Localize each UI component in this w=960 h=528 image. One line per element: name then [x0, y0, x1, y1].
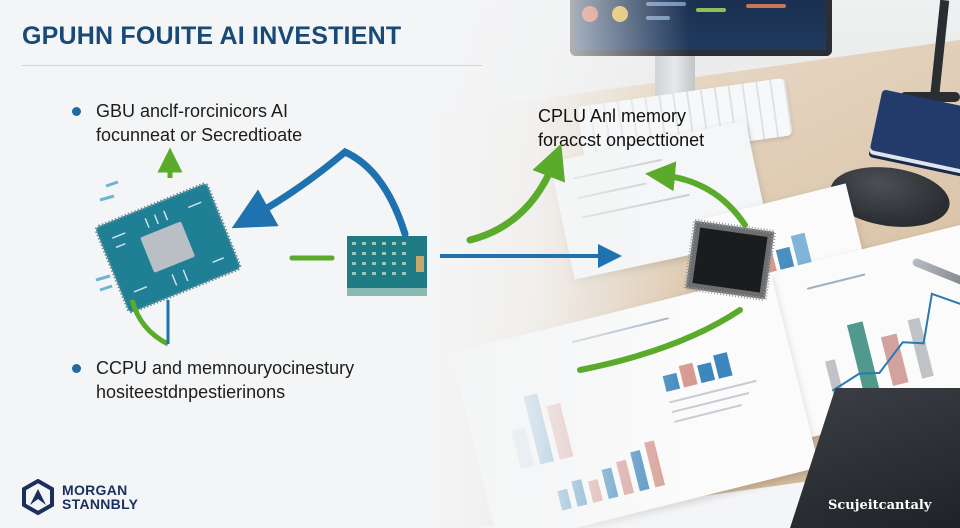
fade-overlay [430, 0, 690, 528]
arrow-gpu-loop [129, 299, 170, 347]
brand-logo: MORGAN STANNBLY [20, 479, 138, 515]
title-divider [22, 65, 482, 66]
callout-line: foraccst onpecttionet [538, 130, 705, 150]
brand-name: STANNBLY [62, 496, 139, 512]
page-title: GPUHN FOUITE AI INVESTIENT [22, 22, 402, 50]
bullet-gpu: GBU anclf-rorcinicors AI focunneat or Se… [72, 99, 303, 147]
bullet-dot-icon [72, 364, 81, 373]
cpu-chip-icon [683, 218, 777, 302]
monitor-text [746, 4, 786, 8]
bullet-cpu-memory: CCPU and memnouryocinestury hositeestdnp… [72, 356, 355, 404]
bullet-line: focunneat or Secredtioate [96, 125, 303, 145]
signal-lines [95, 180, 119, 292]
monitor-text [696, 8, 726, 12]
memory-module-icon [347, 236, 427, 296]
paper [733, 223, 960, 447]
trend-line [831, 292, 960, 392]
arrow-cpu-down [577, 307, 743, 373]
watermark: Scujeitcantaly [828, 498, 932, 513]
callout-cpu-memory: CPLU Anl memory foraccst onpecttionet [538, 104, 704, 152]
brand-name: MORGAN [62, 482, 128, 498]
lamp-base [900, 92, 960, 102]
gpu-chip-icon [94, 182, 242, 314]
arrow-memory-to-gpu [231, 147, 409, 238]
bullet-line: GBU anclf-rorcinicors AI [96, 101, 289, 121]
bullet-line: hositeestdnpestierinons [96, 382, 286, 402]
bullet-line: CCPU and memnouryocinestury [96, 358, 355, 378]
arrow-up-to-callout [466, 143, 566, 244]
hexagon-mountain-logo-icon [22, 479, 54, 515]
arrow-cpu-up-left [645, 161, 748, 228]
callout-line: CPLU Anl memory [538, 106, 687, 126]
bullet-dot-icon [72, 107, 81, 116]
bar-line-chart [803, 277, 960, 403]
